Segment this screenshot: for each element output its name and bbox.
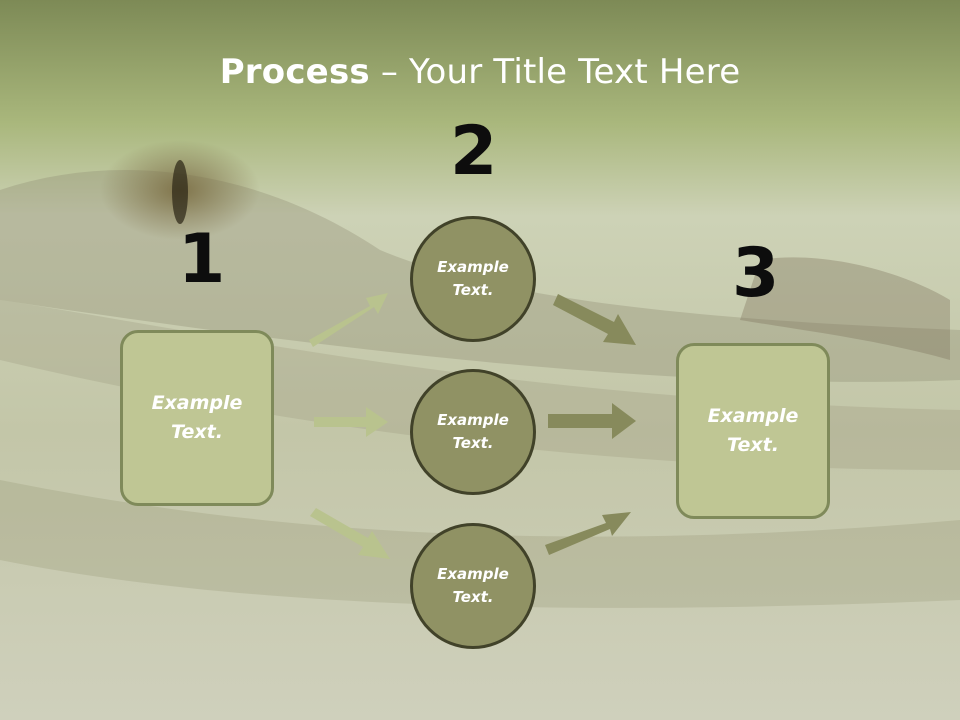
circle-top-text: Example Text. bbox=[437, 258, 509, 299]
title-rest: – Your Title Text Here bbox=[369, 52, 741, 92]
arrow-middle-to-right bbox=[548, 403, 636, 439]
step-number-2: 2 bbox=[450, 112, 498, 191]
step-box-right[interactable]: Example Text. bbox=[676, 343, 830, 519]
step-box-left-text: Example Text. bbox=[151, 392, 243, 443]
step-number-1: 1 bbox=[178, 220, 226, 299]
arrow-top-to-right bbox=[553, 294, 636, 345]
step-box-left[interactable]: Example Text. bbox=[120, 330, 274, 506]
arrow-bottom-to-right bbox=[545, 512, 631, 555]
page-title: Process – Your Title Text Here bbox=[0, 52, 960, 92]
circle-middle[interactable]: Example Text. bbox=[410, 369, 536, 495]
arrow-left-to-bottom bbox=[310, 508, 390, 559]
arrow-left-to-middle bbox=[314, 407, 388, 437]
circle-bottom[interactable]: Example Text. bbox=[410, 523, 536, 649]
circle-bottom-text: Example Text. bbox=[437, 565, 509, 606]
step-number-3: 3 bbox=[732, 234, 780, 313]
circle-middle-text: Example Text. bbox=[437, 411, 509, 452]
step-box-right-text: Example Text. bbox=[707, 405, 799, 456]
title-bold: Process bbox=[219, 52, 370, 92]
arrow-left-to-top bbox=[309, 293, 388, 347]
circle-top[interactable]: Example Text. bbox=[410, 216, 536, 342]
